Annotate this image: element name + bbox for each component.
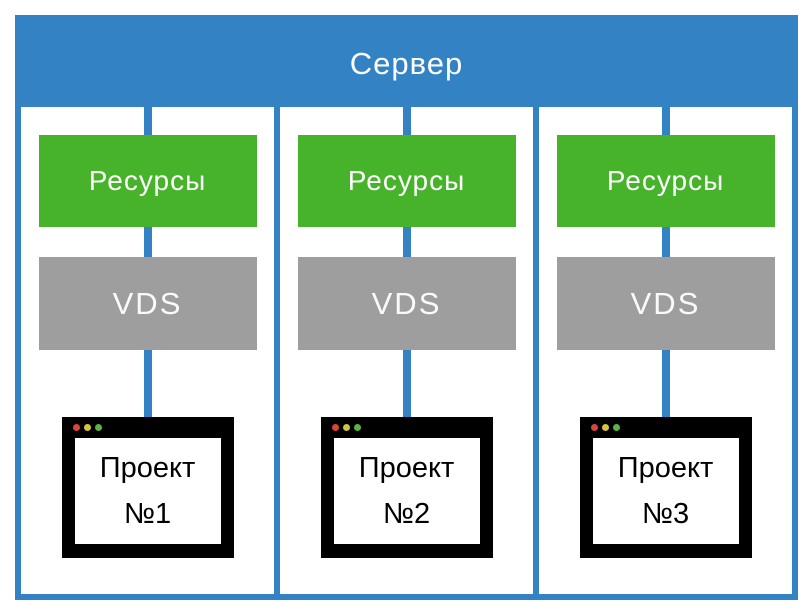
connector-resources-to-vds [661,227,670,257]
project-screen: Проект №2 [333,438,480,544]
window-controls [72,424,102,431]
window-dot-green-icon [612,424,620,431]
column-1: Ресурсы VDS Проект №1 [21,107,274,594]
resources-box: Ресурсы [556,135,775,227]
connector-server-to-resources [661,107,670,135]
connector-vds-to-project [143,350,152,417]
vds-columns: Ресурсы VDS Проект №1 [21,107,792,594]
vds-label: VDS [112,285,183,321]
project-name-line2: №3 [641,498,690,530]
connector-server-to-resources [143,107,152,135]
project-screen: Проект №3 [592,438,739,544]
resources-label: Ресурсы [88,165,207,196]
window-dot-red-icon [590,424,598,431]
browser-window-icon: Проект №2 [320,417,493,558]
connector-vds-to-project [402,350,411,417]
connector-vds-to-project [661,350,670,417]
project-name-line1: Проект [358,452,455,484]
window-dot-yellow-icon [342,424,350,431]
window-dot-yellow-icon [601,424,609,431]
column-3: Ресурсы VDS Проект №3 [533,107,792,594]
browser-window-icon: Проект №3 [579,417,752,558]
window-dot-green-icon [353,424,361,431]
connector-resources-to-vds [402,227,411,257]
vds-label: VDS [630,285,701,321]
vds-box: VDS [38,257,257,350]
server-title: Сервер [349,46,464,81]
resources-label: Ресурсы [606,165,725,196]
window-dot-yellow-icon [83,424,91,431]
window-controls [331,424,361,431]
project-name-line2: №1 [123,498,172,530]
window-dot-red-icon [72,424,80,431]
column-2: Ресурсы VDS Проект №2 [274,107,533,594]
server-header: Сервер [21,21,792,107]
server-frame: Сервер Ресурсы VDS [15,15,798,600]
resources-box: Ресурсы [38,135,257,227]
window-controls [590,424,620,431]
resources-box: Ресурсы [297,135,516,227]
connector-server-to-resources [402,107,411,135]
project-screen: Проект №1 [74,438,221,544]
project-name-line2: №2 [382,498,431,530]
vds-box: VDS [297,257,516,350]
project-name-line1: Проект [617,452,714,484]
project-name-line1: Проект [99,452,196,484]
window-dot-green-icon [94,424,102,431]
vds-box: VDS [556,257,775,350]
vds-label: VDS [371,285,442,321]
resources-label: Ресурсы [347,165,466,196]
connector-resources-to-vds [143,227,152,257]
window-dot-red-icon [331,424,339,431]
browser-window-icon: Проект №1 [61,417,234,558]
